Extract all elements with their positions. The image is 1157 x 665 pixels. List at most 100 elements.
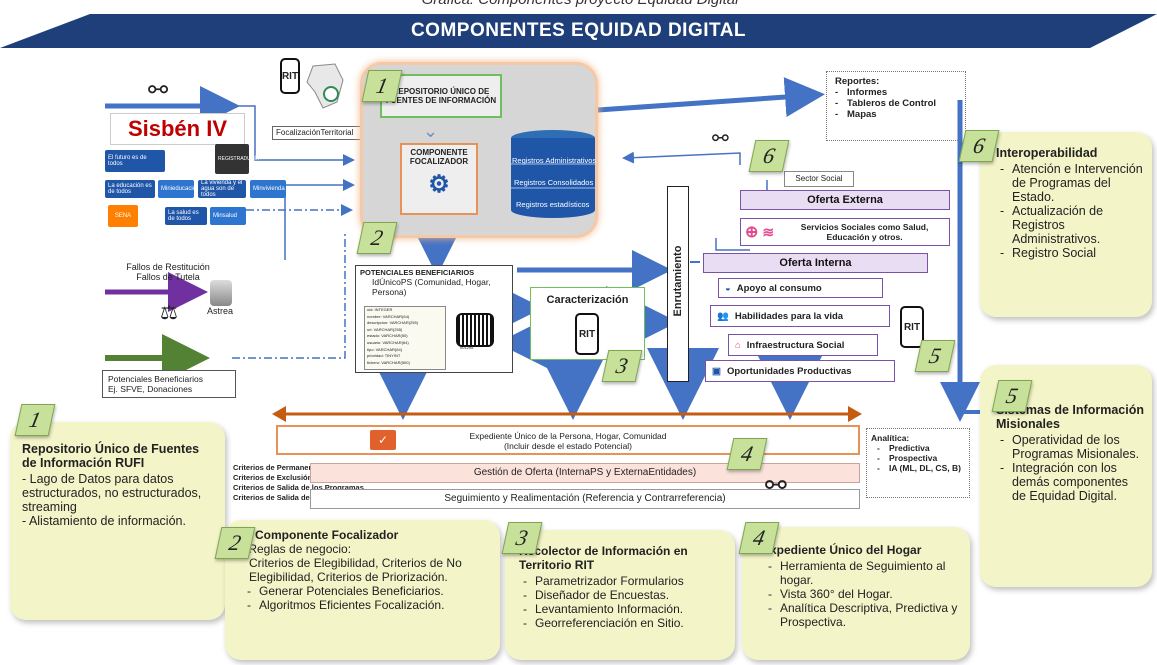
note-rit-title: Recolector de Información en Territorio … (519, 544, 688, 572)
criterio-item: Criterios de Salida de la Ruta (233, 493, 337, 502)
number-badge-2-note: 2 (214, 527, 256, 559)
focalizacion-territorial: FocalizaciónTerritorial (272, 126, 384, 140)
schema-field: uid: INTEGER (367, 307, 393, 312)
note-interoperabilidad-item: Actualización de Registros Administrativ… (1000, 204, 1144, 246)
database-icon (210, 280, 232, 306)
number-badge-1-note: 1 (14, 404, 56, 436)
schema-field: fichero: VARCHAR(500) (367, 359, 410, 365)
db-item-estadisticos: Registros estadísticos (516, 200, 590, 209)
note-expediente-item: Analítica Descriptiva, Predictiva y Pros… (768, 601, 960, 629)
note-interoperabilidad-list: Atención e Intervención de Programas del… (996, 162, 1144, 260)
logo-futuro: El futuro es de todos (105, 150, 165, 172)
logo-registraduria: REGISTRADURÍA (215, 144, 259, 174)
repositorio-label: REPOSITORIO ÚNICO DE FUENTES DE INFORMAC… (385, 87, 497, 105)
bowl-icon: ◒ (725, 282, 731, 294)
criterios-list: Criterios de Permanencia Criterios de Ex… (233, 463, 388, 503)
note-focalizador-item: Generar Potenciales Beneficiarios. (247, 584, 490, 598)
sisben-label: Sisbén IV (127, 116, 228, 141)
number-badge-2: 2 (356, 222, 398, 254)
oferta-item-apoyo: ◒ Apoyo al consumo (718, 278, 883, 298)
note-rufi: Repositorio Único de Fuentes de Informac… (10, 422, 225, 620)
note-focalizador-item: Algoritmos Eficientes Focalización. (247, 598, 490, 612)
focalizador-box: COMPONENTE FOCALIZADOR ⚙ (400, 143, 478, 215)
expediente-box: ✓ Expediente Único de la Persona, Hogar,… (276, 425, 860, 455)
db-item-administrativos: Registros Administrativos (512, 156, 597, 165)
note-sistemas-item: Operatividad de los Programas Misionales… (1000, 433, 1144, 461)
network-icon: ⚯ (148, 77, 169, 104)
schema-field: url: VARCHAR(255) (367, 326, 403, 332)
schema-field: nombre: VARCHAR(64) (367, 313, 410, 319)
rit-phone-icon: RIT (575, 313, 599, 355)
number-badge-4-note: 4 (738, 522, 780, 554)
note-focalizador-intro: - Reglas de negocio: (241, 542, 352, 556)
note-interoperabilidad-item: Registro Social (1000, 246, 1144, 260)
sector-social-box: Sector Social (784, 171, 854, 187)
sisben-logo: Sisbén IV (110, 113, 245, 145)
database-stack-icon (507, 128, 599, 218)
potenciales-title: POTENCIALES BENEFICIARIOS (360, 268, 475, 277)
criterio-item: Criterios de Permanencia (233, 463, 324, 472)
repositorio-box: REPOSITORIO ÚNICO DE FUENTES DE INFORMAC… (380, 74, 502, 118)
note-sistemas-list: Operatividad de los Programas Misionales… (996, 433, 1144, 503)
note-rit: Recolector de Información en Territorio … (505, 530, 735, 660)
note-focalizador-title: Componente Focalizador (255, 528, 399, 542)
note-expediente-title: Expediente Único del Hogar (762, 543, 922, 557)
people-icon: 👥 (717, 310, 729, 322)
analitica-item: Predictiva (877, 443, 965, 453)
enrutamiento-bar: Enrutamiento (667, 186, 689, 382)
note-rufi-line: - Alistamiento de información. (22, 514, 186, 528)
note-rit-item: Levantamiento Información. (523, 602, 725, 616)
potenciales-box: POTENCIALES BENEFICIARIOS IdÚnicoPS (Com… (355, 265, 513, 373)
caracterizacion-box: Caracterización RIT (530, 287, 645, 360)
analytics-network-icon: ⚯ (765, 470, 787, 500)
note-focalizador-list: Generar Potenciales Beneficiarios. Algor… (241, 584, 490, 612)
schema-field: prioridad: TINYINT (367, 353, 401, 359)
note-interoperabilidad-item: Atención e Intervención de Programas del… (1000, 162, 1144, 204)
number-badge-1: 1 (361, 70, 403, 102)
servicios-label: Servicios Sociales como Salud, Educación… (800, 222, 929, 242)
schema-field: descripcion: VARCHAR(255) (367, 320, 419, 326)
oferta-item-label: Apoyo al consumo (736, 282, 822, 294)
oferta-externa-box: Oferta Externa (740, 190, 950, 210)
fallos-restitucion: Fallos de Restitución (126, 262, 210, 272)
reportes-item: Tableros de Control (835, 98, 957, 109)
potenciales-source-line2: Ej. SFVE, Donaciones (108, 384, 193, 394)
note-rit-item: Parametrizador Formularios (523, 574, 725, 588)
potenciales-subtitle: IdÚnicoPS (Comunidad, Hogar, Persona) (372, 277, 491, 297)
reportes-box: Reportes: Informes Tableros de Control M… (826, 71, 966, 141)
logo-mineducacion: Minieducación (158, 180, 199, 198)
number-badge-5-note: 5 (991, 380, 1033, 412)
colombia-map-icon (305, 62, 347, 110)
schema-field: estado: VARCHAR(50) (367, 333, 408, 339)
number-badge-3: 3 (601, 350, 643, 382)
note-expediente-item: Herramienta de Seguimiento al hogar. (768, 559, 960, 587)
first-aid-icon: ⊕ (745, 224, 759, 241)
oferta-item-label: Oportunidades Productivas (726, 365, 852, 377)
note-sistemas-item: Integración con los demás componentes de… (1000, 461, 1144, 503)
logo-vivienda: La vivienda y el agua son de todos (198, 180, 246, 198)
reportes-item: Mapas (835, 109, 957, 120)
number-badge-6-note: 6 (958, 130, 1000, 162)
barcode-icon (456, 313, 494, 347)
seguimiento-box: Seguimiento y Realimentación (Referencia… (310, 489, 860, 509)
number-badge-3-note: 3 (501, 522, 543, 554)
number-badge-5: 5 (914, 340, 956, 372)
figure-caption: Gráfica: Componentes proyecto Equidad Di… (330, 0, 830, 8)
fallos-tutela: Fallos de Tutela (136, 272, 200, 282)
title-banner: COMPONENTES EQUIDAD DIGITAL (0, 8, 1157, 48)
note-expediente-list: Herramienta de Seguimiento al hogar. Vis… (762, 559, 960, 629)
register-icon: ▣ (712, 365, 721, 377)
number-badge-4: 4 (726, 438, 768, 470)
folder-icon: ✓ (370, 430, 396, 450)
analitica-item: IA (ML, DL, CS, B) (877, 463, 965, 473)
oferta-item-infraestructura: ⌂ Infraestructura Social (728, 334, 878, 356)
potenciales-source-line1: Potenciales Beneficiarios (108, 374, 203, 384)
db-item-consolidados: Registros Consolidados (514, 178, 594, 187)
focalizador-label: COMPONENTE FOCALIZADOR (409, 148, 469, 166)
servicios-box: ⊕ ≋ Servicios Sociales como Salud, Educa… (740, 218, 950, 246)
barcode-number: 001295 (460, 345, 474, 350)
justice-icon: ⚖ (160, 302, 178, 324)
expediente-line2: (Incluir desde el estado Potencial) (503, 441, 633, 451)
note-interoperabilidad: Interoperabilidad Atención e Intervenció… (980, 132, 1152, 317)
note-rit-item: Georreferenciación en Sitio. (523, 616, 725, 630)
